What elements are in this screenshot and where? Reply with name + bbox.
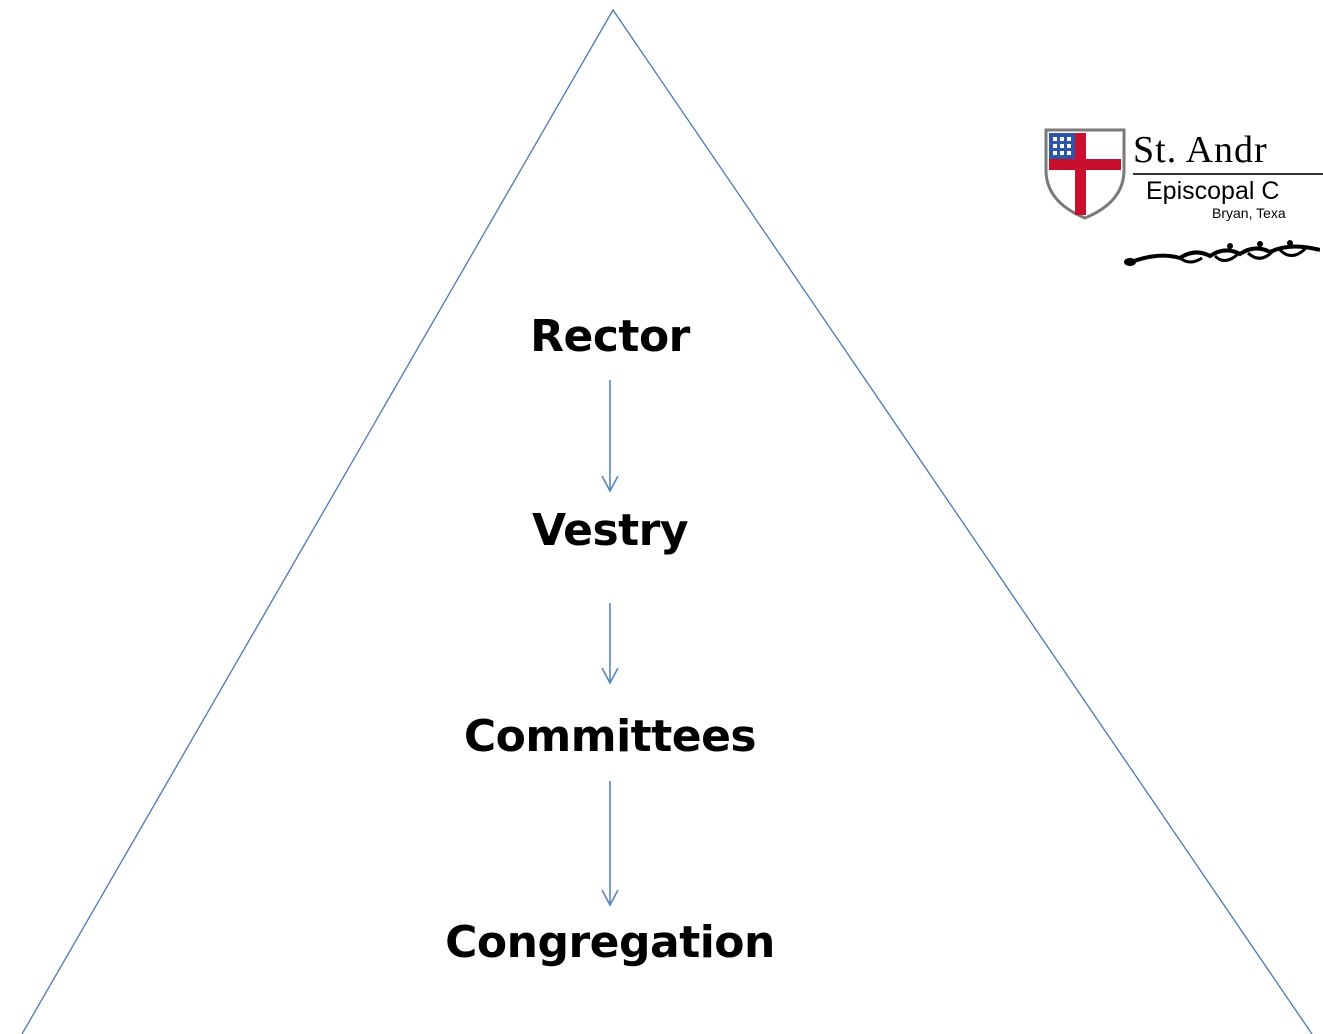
logo-church-name: St. Andr <box>1133 129 1268 171</box>
level-committees: Committees <box>463 711 757 762</box>
logo-location: Bryan, Texa <box>1212 205 1286 221</box>
logo-divider <box>1133 173 1323 175</box>
level-congregation: Congregation <box>445 917 775 968</box>
pyramid-outline <box>21 8 1313 1034</box>
arrow-committees-congregation <box>601 781 619 907</box>
level-vestry: Vestry <box>531 505 689 556</box>
church-logo: St. Andr Episcopal C Bryan, Texa <box>1040 128 1323 288</box>
arrow-rector-vestry <box>601 380 619 493</box>
arrow-vestry-committees <box>601 603 619 685</box>
logo-subtitle: Episcopal C <box>1146 177 1280 205</box>
level-rector: Rector <box>530 311 690 362</box>
episcopal-shield-icon <box>1044 128 1126 220</box>
ornament-flourish-icon <box>1124 240 1320 266</box>
